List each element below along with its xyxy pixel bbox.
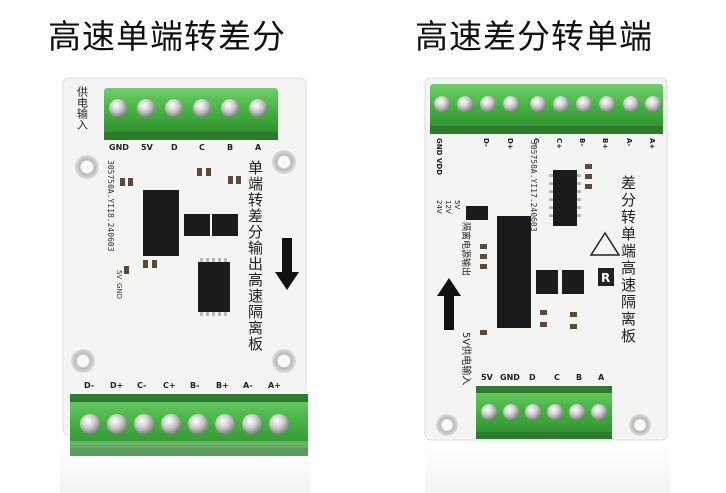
small-components bbox=[480, 164, 592, 335]
left-bottom-screws bbox=[80, 414, 289, 434]
up-arrow-icon bbox=[437, 278, 461, 330]
chip bbox=[497, 216, 531, 328]
chip bbox=[184, 214, 210, 236]
right-bottom-label: 5V bbox=[481, 373, 494, 382]
chip bbox=[212, 214, 238, 236]
right-part-number: 305758A.YI17.240603 bbox=[529, 140, 538, 232]
left-top-label: GND bbox=[109, 143, 129, 152]
right-board-shadow bbox=[425, 441, 670, 493]
right-top-label: VDD bbox=[435, 158, 443, 175]
mount-hole bbox=[629, 414, 651, 436]
left-top-label: A bbox=[255, 143, 262, 152]
mount-hole bbox=[272, 150, 296, 174]
chip bbox=[536, 270, 558, 294]
logo-box bbox=[598, 268, 614, 286]
right-top-label: A+ bbox=[648, 138, 656, 149]
chip bbox=[143, 190, 179, 256]
voltage-option: 12V bbox=[444, 200, 452, 214]
right-top-label: D+ bbox=[506, 138, 514, 150]
right-bottom-screws bbox=[481, 404, 607, 420]
left-small-label: 5V bbox=[115, 270, 123, 279]
right-top-label: B- bbox=[578, 138, 586, 146]
left-board-shadow bbox=[60, 441, 310, 493]
left-bottom-label: A- bbox=[243, 381, 253, 390]
right-bottom-label: C bbox=[554, 373, 560, 382]
right-title: 高速差分转单端 bbox=[415, 17, 653, 56]
left-bottom-label: D- bbox=[84, 381, 94, 390]
right-bottom-terminal bbox=[476, 386, 612, 436]
mount-hole bbox=[71, 349, 95, 373]
mount-hole bbox=[272, 349, 296, 373]
left-top-label: B bbox=[227, 143, 233, 152]
small-components bbox=[120, 168, 241, 274]
down-arrow-icon bbox=[275, 238, 299, 290]
right-bottom-label: B bbox=[576, 373, 582, 382]
mount-hole bbox=[75, 155, 99, 179]
left-bottom-label: B+ bbox=[216, 381, 229, 390]
right-top-terminal bbox=[430, 84, 663, 130]
right-top-label: D- bbox=[482, 138, 490, 147]
right-top-label: B+ bbox=[601, 138, 609, 149]
chip bbox=[553, 170, 577, 226]
left-title: 高速单端转差分 bbox=[48, 17, 286, 56]
left-top-label: C bbox=[199, 143, 205, 152]
chip bbox=[466, 206, 488, 220]
right-top-screws bbox=[434, 96, 661, 112]
left-part-number: 305750A.YI18.240603 bbox=[106, 160, 115, 252]
left-power-label: 供电输入 bbox=[76, 85, 89, 130]
left-bottom-label: C- bbox=[137, 381, 146, 390]
left-vertical-text: 单端转差分输出高速隔离板 bbox=[246, 160, 264, 352]
left-bottom-label: B- bbox=[190, 381, 199, 390]
chip bbox=[562, 270, 584, 294]
voltage-option: 5V bbox=[453, 200, 461, 209]
left-small-label: GND bbox=[115, 283, 123, 299]
right-vertical-text: 差分转单端高速隔离板 bbox=[619, 175, 637, 345]
isolation-label: 隔离电源输出 bbox=[460, 222, 472, 276]
right-power-label: 5V供电输入 bbox=[460, 332, 473, 385]
right-top-label: A- bbox=[625, 138, 633, 146]
right-bottom-label: D bbox=[529, 373, 536, 382]
right-top-label: GND bbox=[435, 138, 443, 156]
left-bottom-label: A+ bbox=[268, 381, 281, 390]
mount-hole bbox=[436, 414, 458, 436]
left-bottom-label: D+ bbox=[110, 381, 123, 390]
left-top-label: 5V bbox=[141, 143, 154, 152]
left-top-label: D bbox=[171, 143, 178, 152]
right-top-label: C+ bbox=[555, 138, 563, 149]
right-pcb bbox=[424, 77, 668, 441]
left-bottom-label: C+ bbox=[163, 381, 176, 390]
logo-letter: R bbox=[601, 271, 610, 285]
right-top-label: C- bbox=[532, 138, 540, 146]
right-bottom-label: A bbox=[598, 373, 605, 382]
right-bottom-label: GND bbox=[500, 373, 520, 382]
logo-icon bbox=[589, 231, 621, 256]
left-top-screws bbox=[109, 99, 267, 117]
chip bbox=[198, 262, 230, 312]
voltage-option: 24V bbox=[435, 200, 443, 214]
